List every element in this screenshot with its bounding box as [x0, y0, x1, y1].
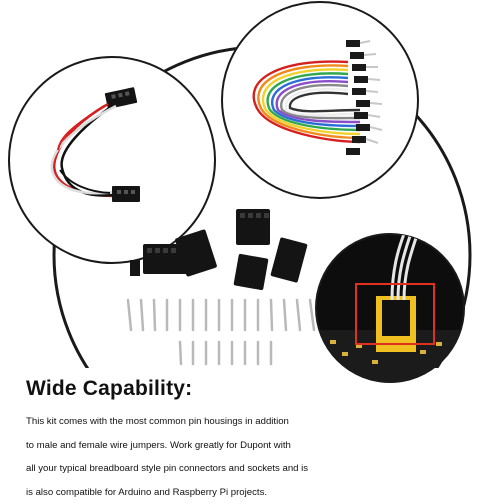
description-line: This kit comes with the most common pin … [26, 410, 488, 434]
description-line: to male and female wire jumpers. Work gr… [26, 434, 488, 458]
headline: Wide Capability: [26, 377, 192, 401]
board-closeup-photo [316, 234, 466, 390]
description-line: all your typical breadboard style pin co… [26, 457, 488, 481]
twisted-cable-circle [9, 57, 215, 263]
jumper-wire-circle [222, 2, 418, 198]
crimp-pin-set [128, 300, 314, 364]
jumper-wire-photo [222, 2, 418, 198]
description-line: is also compatible for Arduino and Raspb… [26, 481, 488, 504]
housing-1x1 [130, 260, 140, 276]
housing-2x2-center [233, 254, 268, 291]
twisted-cable-photo [9, 57, 215, 263]
feature-description: This kit comes with the most common pin … [26, 410, 488, 504]
housing-2x2-right [270, 237, 307, 283]
